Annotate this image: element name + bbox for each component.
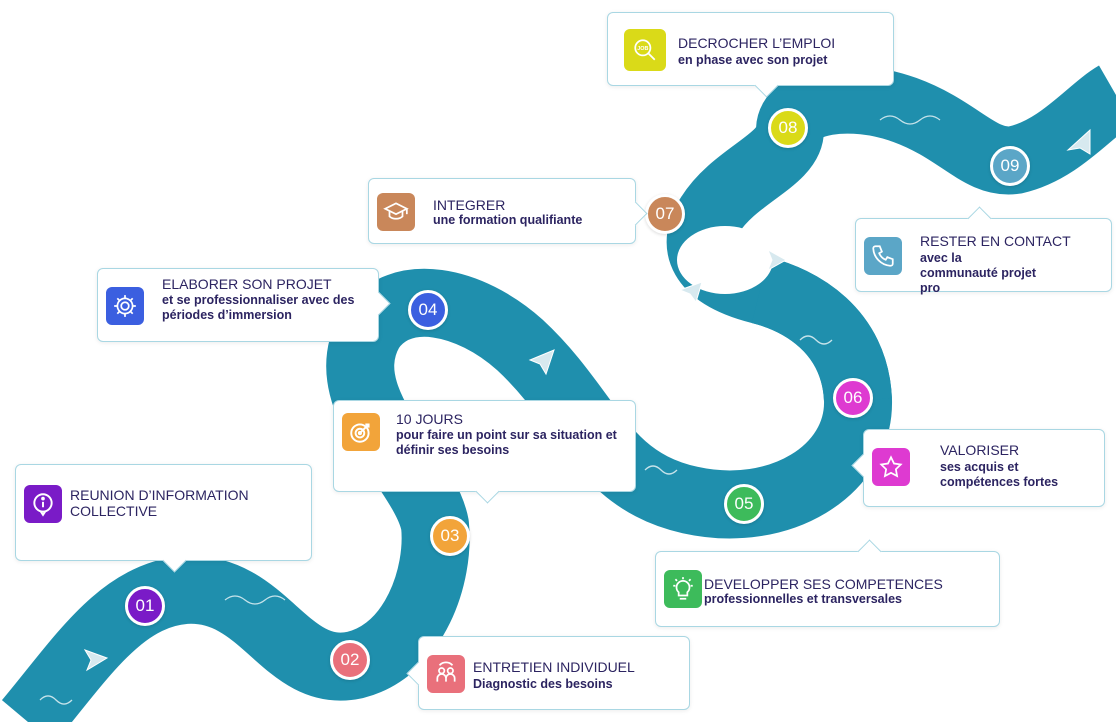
step-card-08: JOB DECROCHER L’EMPLOI en phase avec son…	[607, 12, 894, 98]
step-marker-08: 08	[768, 108, 808, 148]
job-search-icon: JOB	[624, 29, 666, 71]
step-03-title: 10 JOURS	[396, 411, 463, 427]
step-07-title: INTEGRER	[433, 197, 506, 213]
info-icon	[24, 485, 62, 523]
step-card-01: REUNION D’INFORMATION COLLECTIVE	[15, 464, 312, 573]
step-marker-05: 05	[724, 484, 764, 524]
step-03-subtitle: pour faire un point sur sa situation et …	[396, 428, 617, 457]
road-loop-hole	[677, 226, 773, 294]
step-marker-03: 03	[430, 516, 470, 556]
phone-icon	[864, 237, 902, 275]
step-card-04: ELABORER SON PROJET et se professionnali…	[97, 268, 391, 342]
step-02-title: ENTRETIEN INDIVIDUEL	[473, 659, 635, 675]
step-01-title: REUNION D’INFORMATION COLLECTIVE	[70, 487, 249, 519]
step-card-07: INTEGRER une formation qualifiante	[368, 178, 648, 244]
step-08-subtitle: en phase avec son projet	[678, 53, 828, 67]
graduation-cap-icon	[377, 193, 415, 231]
step-04-subtitle: et se professionnaliser avec des période…	[162, 293, 355, 322]
target-icon	[342, 413, 380, 451]
step-02-subtitle: Diagnostic des besoins	[473, 677, 613, 691]
road-waves	[39, 115, 941, 705]
step-marker-01: 01	[125, 586, 165, 626]
step-06-title: VALORISER	[940, 442, 1020, 458]
road-loop	[750, 257, 892, 404]
step-05-subtitle: professionnelles et transversales	[704, 592, 903, 606]
step-card-09: RESTER EN CONTACT avec la communauté pro…	[855, 206, 1112, 295]
step-marker-02: 02	[330, 640, 370, 680]
lightbulb-icon	[664, 570, 702, 608]
step-08-title: DECROCHER L’EMPLOI	[678, 35, 836, 51]
people-icon	[427, 655, 465, 693]
step-09-subtitle: avec la communauté projet pro	[920, 251, 1036, 295]
svg-text:JOB: JOB	[637, 46, 648, 52]
step-card-03: 10 JOURS pour faire un point sur sa situ…	[333, 400, 636, 504]
step-07-subtitle: une formation qualifiante	[433, 213, 583, 227]
step-card-02: ENTRETIEN INDIVIDUEL Diagnostic des beso…	[406, 636, 690, 710]
step-marker-06: 06	[833, 378, 873, 418]
step-marker-09: 09	[990, 146, 1030, 186]
step-06-subtitle: ses acquis et compétences fortes	[940, 460, 1059, 489]
step-04-title: ELABORER SON PROJET	[162, 276, 332, 292]
step-card-05: DEVELOPPER SES COMPETENCES professionnel…	[655, 539, 1000, 627]
step-card-06: VALORISER ses acquis et compétences fort…	[851, 429, 1105, 507]
boat-icons	[83, 128, 1091, 672]
step-marker-04: 04	[408, 290, 448, 330]
star-icon	[872, 448, 910, 486]
step-05-title: DEVELOPPER SES COMPETENCES	[704, 576, 943, 592]
gear-icon	[106, 287, 144, 325]
step-09-title: RESTER EN CONTACT	[920, 233, 1071, 249]
step-marker-07: 07	[645, 194, 685, 234]
